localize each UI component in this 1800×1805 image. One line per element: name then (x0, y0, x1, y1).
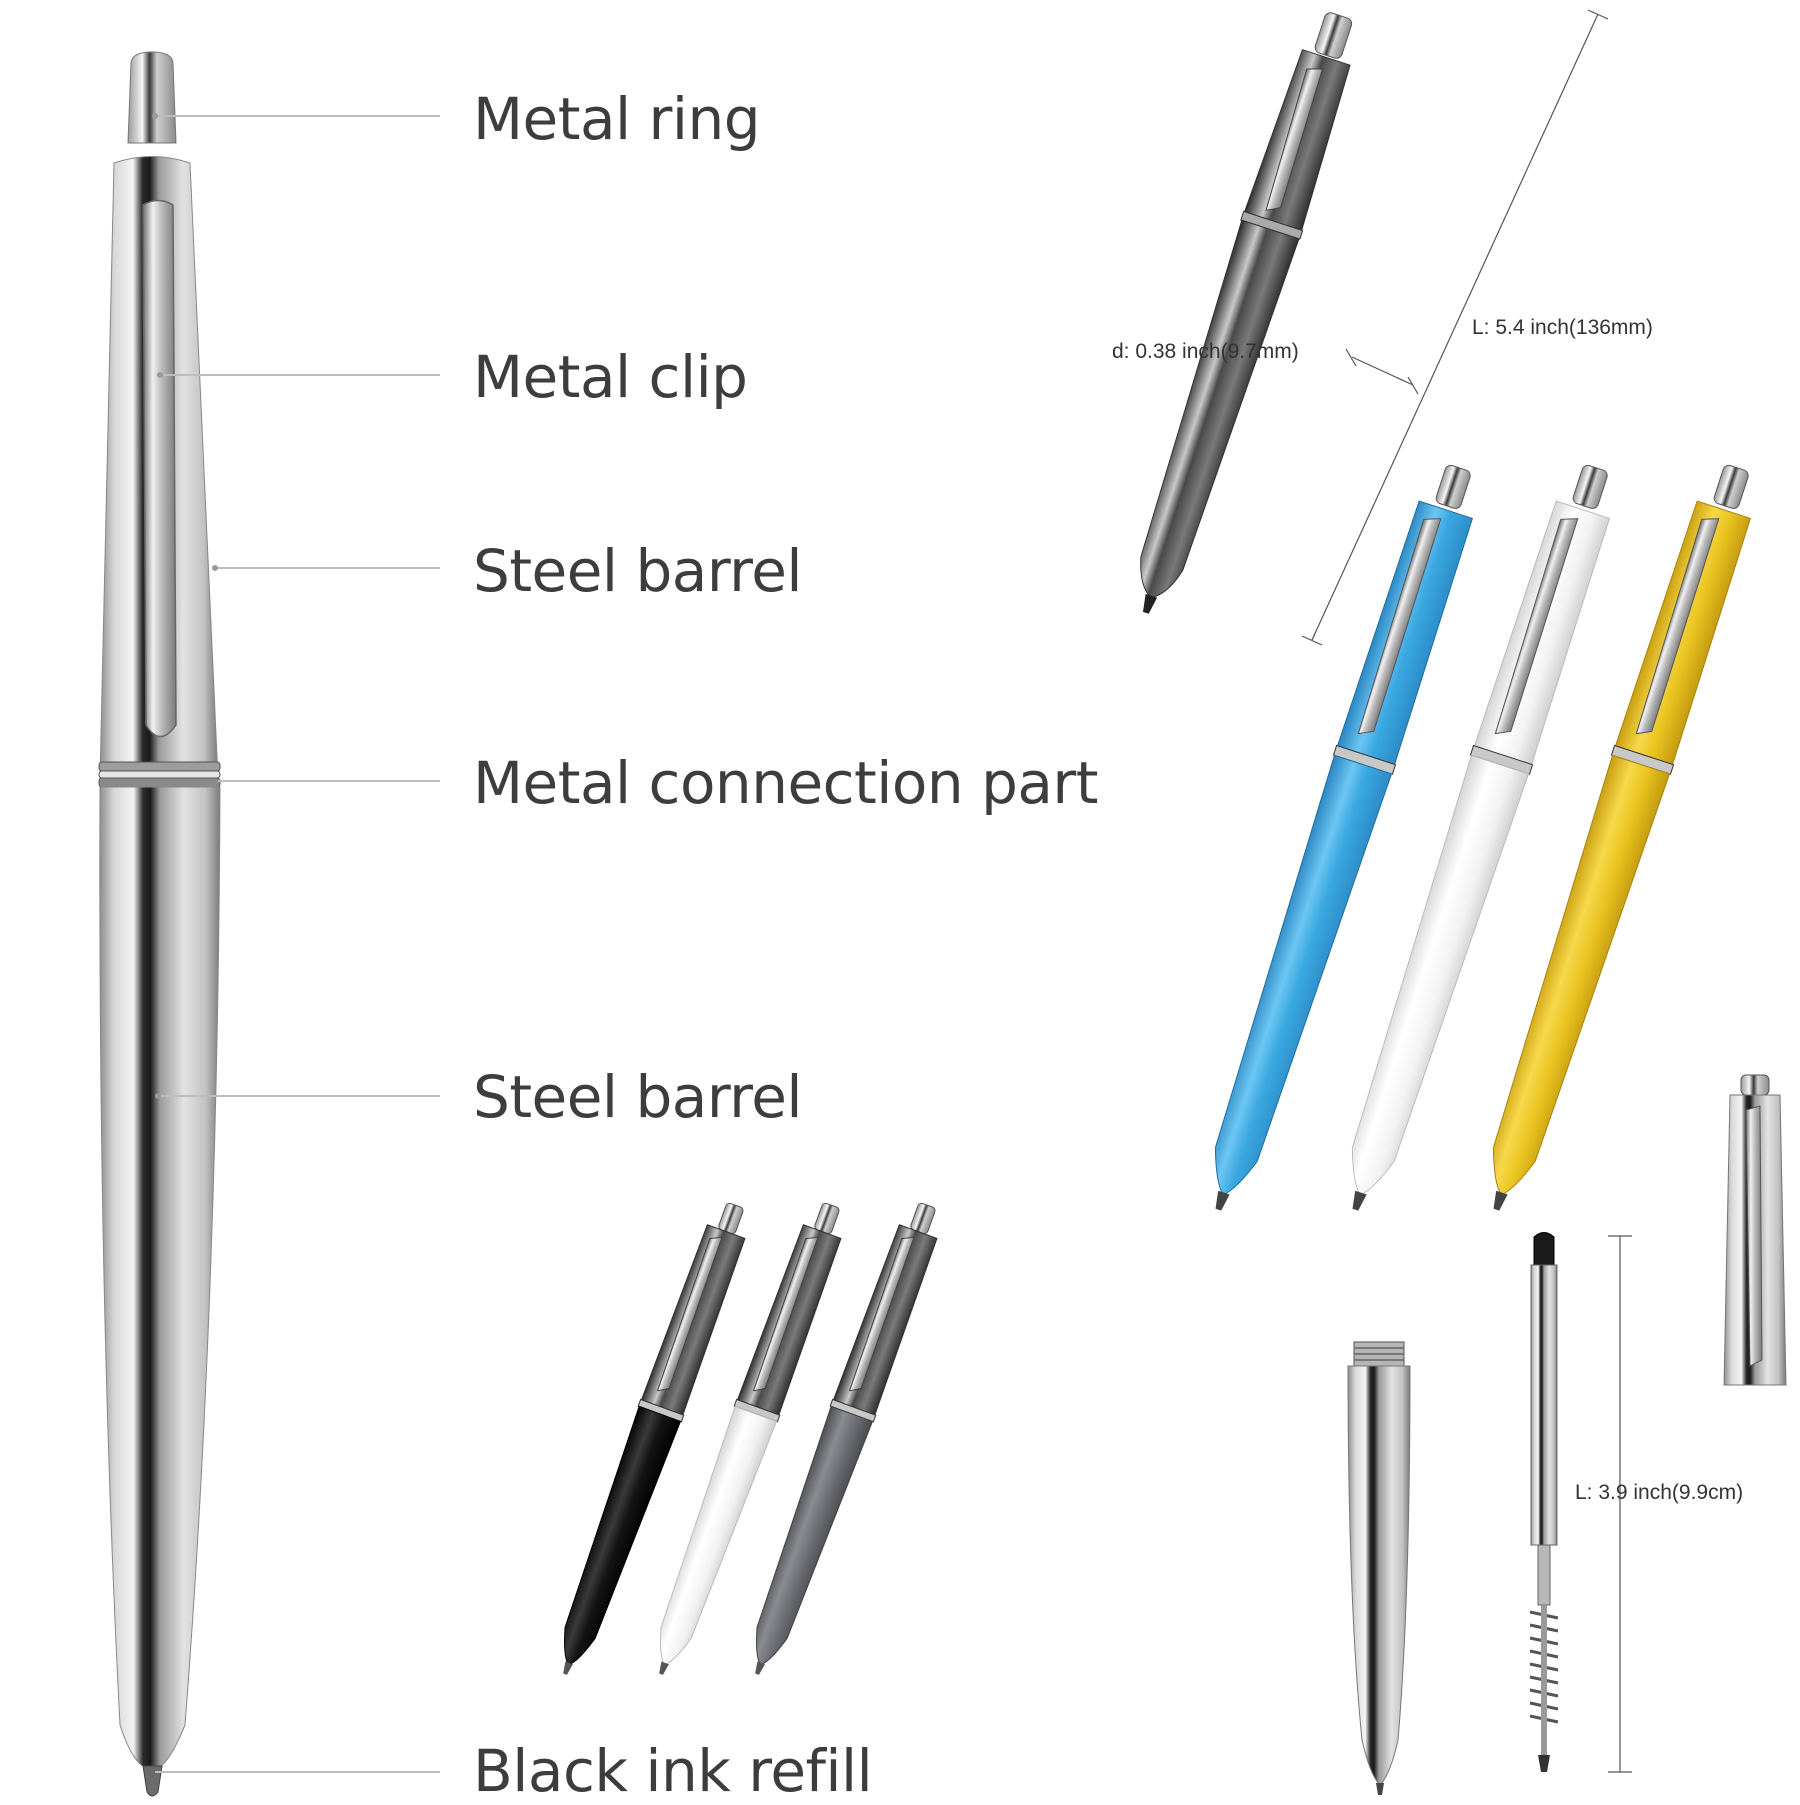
diameter-label: d: 0.38 inch(9.7mm) (1112, 340, 1299, 363)
disassembled-lower-barrel (1347, 1341, 1411, 1795)
small-white-pen (659, 1202, 842, 1675)
pen-length-label: L: 5.4 inch(136mm) (1472, 316, 1653, 339)
connection-rings (98, 761, 221, 788)
pen-tip (142, 1765, 163, 1797)
small-black-pen (563, 1202, 746, 1675)
small-gray-pen (755, 1202, 938, 1675)
diameter-dimension (1345, 348, 1419, 395)
disassembled-cap (1723, 1074, 1787, 1386)
callout-label-black-ink-refill: Black ink refill (473, 1737, 873, 1805)
callout-label-metal-ring: Metal ring (473, 85, 761, 153)
callout-label-steel-barrel-lower: Steel barrel (473, 1063, 803, 1131)
gunmetal-pen (1140, 12, 1353, 614)
refill-length-label: L: 3.9 inch(9.9cm) (1575, 1481, 1744, 1504)
refill-length-dimension (1608, 1235, 1632, 1773)
metal-clip-part (142, 199, 177, 738)
length-dimension (1301, 9, 1609, 646)
white-pen (1351, 464, 1611, 1211)
disassembled-ink-refill (1529, 1232, 1559, 1772)
callout-leaders (155, 115, 440, 1773)
metal-ring-part (127, 51, 177, 144)
blue-pen (1214, 464, 1474, 1211)
callout-dots (152, 113, 218, 1099)
large-steel-pen (98, 51, 221, 1797)
lower-barrel (99, 786, 221, 1769)
yellow-pen (1492, 464, 1752, 1211)
callout-label-steel-barrel-upper: Steel barrel (473, 537, 803, 605)
callout-label-metal-connection-part: Metal connection part (473, 749, 1099, 817)
callout-label-metal-clip: Metal clip (473, 343, 748, 411)
